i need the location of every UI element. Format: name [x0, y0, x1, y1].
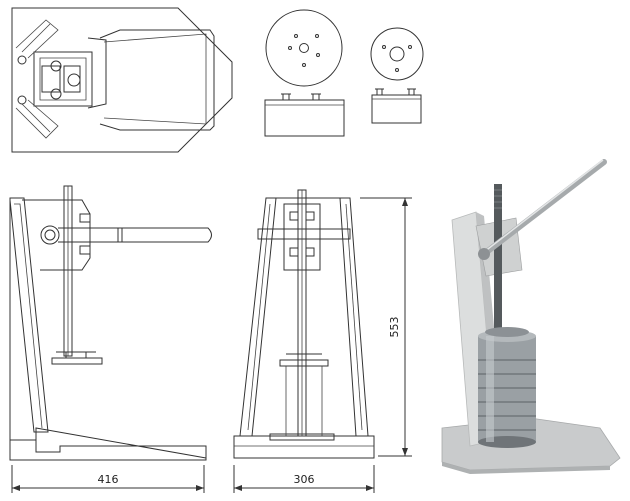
disc-small-side-view — [371, 88, 422, 124]
photo-handle — [481, 159, 607, 257]
side-width-label: 416 — [98, 473, 119, 486]
disc-large-top-view — [265, 9, 343, 87]
front-width-label: 306 — [294, 473, 315, 486]
dimension-height: 553 — [360, 197, 412, 457]
photo-rack — [494, 184, 502, 354]
dimension-side-width: 416 — [11, 465, 205, 493]
front-view-elevation — [233, 189, 375, 459]
dimension-front-width: 306 — [233, 465, 375, 493]
disc-small-top-view — [370, 27, 424, 81]
height-label: 553 — [388, 317, 401, 338]
product-photo — [441, 159, 621, 474]
disc-large-side-view — [264, 93, 345, 137]
side-view-elevation — [9, 185, 212, 461]
top-view-plan — [11, 7, 233, 153]
